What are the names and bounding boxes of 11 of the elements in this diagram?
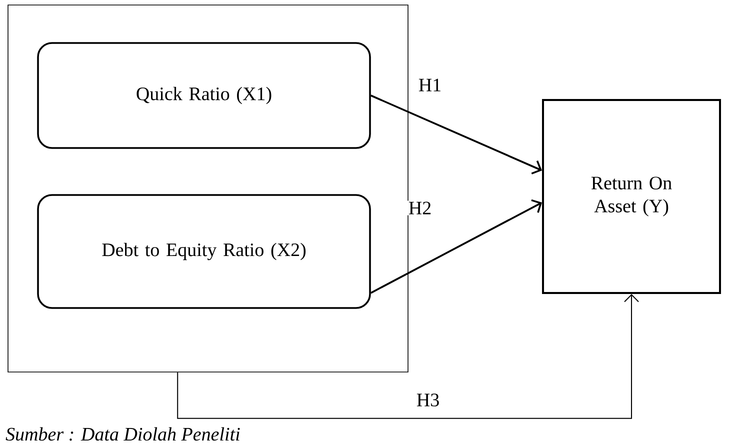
edge-label: H2 bbox=[407, 200, 433, 216]
variable-box: Debt to Equity Ratio (X2) bbox=[37, 194, 371, 309]
arrow bbox=[177, 294, 639, 419]
edge-label: H1 bbox=[417, 78, 443, 92]
arrow bbox=[370, 199, 542, 294]
arrow bbox=[370, 94, 542, 174]
variable-box: Return On Asset (Y) bbox=[542, 99, 721, 294]
group-frame bbox=[8, 4, 408, 372]
source-note: Sumber : Data Diolah Peneliti bbox=[6, 427, 240, 441]
edge-label: H3 bbox=[415, 392, 441, 408]
variable-box: Quick Ratio (X1) bbox=[37, 42, 371, 149]
